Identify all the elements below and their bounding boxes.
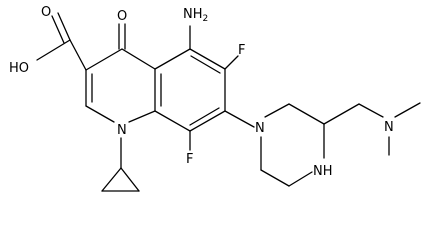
fluoro-bottom-label: F: [186, 152, 193, 167]
bond-c5-c6-b: [190, 55, 221, 74]
bond-cooh-oh: [36, 39, 71, 61]
bond-c3-cooh: [69, 39, 87, 71]
bond-c8a-n1: [128, 110, 156, 123]
dimethylamine-nitrogen-label: N: [384, 120, 394, 135]
bond-c7-n-pip: [224, 110, 255, 128]
acid-carbonyl-oxygen-label: O: [41, 5, 51, 20]
piperazine-nitrogen-label: N: [255, 121, 265, 136]
bond-c7-c8-b: [189, 107, 220, 126]
piperazine-nh-label: NH: [313, 164, 333, 179]
piperazine-nh-h: H: [323, 164, 333, 179]
amino-label: NH2: [183, 7, 208, 24]
bond-c3-c4: [85, 48, 123, 71]
amino-label-main: NH: [183, 7, 203, 22]
bond-c8-c8a: [154, 110, 191, 132]
bond-c3-ch2: [323, 103, 360, 125]
bond-cp-1: [101, 167, 122, 192]
bond-pip-n-c2: [264, 103, 290, 118]
bond-c7-c8-a: [189, 110, 226, 132]
hydroxyl-label: HO: [9, 61, 29, 76]
atom-labels: HO O O NH2 F F N N NH N: [9, 5, 394, 179]
bond-ch2-n: [358, 103, 384, 118]
bonds: [36, 12, 421, 192]
bond-cooh-carbonyl-b: [51, 15, 65, 44]
bond-c4a-c5: [154, 48, 191, 70]
bond-n1-c2: [85, 105, 115, 123]
molecule-structure: HO O O NH2 F F N N NH N: [9, 5, 421, 192]
quinoline-nitrogen-label: N: [117, 123, 127, 138]
bond-pip-nh-c5: [288, 171, 313, 187]
bond-c4-c4a: [121, 48, 156, 70]
ketone-oxygen-label: O: [117, 9, 127, 24]
bond-c6-f: [224, 55, 239, 70]
bond-cp-3: [120, 167, 140, 192]
bond-pip-c2-c3: [288, 103, 325, 125]
bond-cooh-carbonyl-a: [57, 12, 71, 41]
fluoro-top-label: F: [238, 43, 245, 58]
bond-pip-c5-c6: [260, 169, 290, 187]
bond-c5-c6-a: [189, 48, 226, 70]
bond-n-me1: [394, 102, 421, 118]
piperazine-nh-n: N: [313, 164, 323, 179]
amino-label-subscript: 2: [203, 14, 209, 24]
